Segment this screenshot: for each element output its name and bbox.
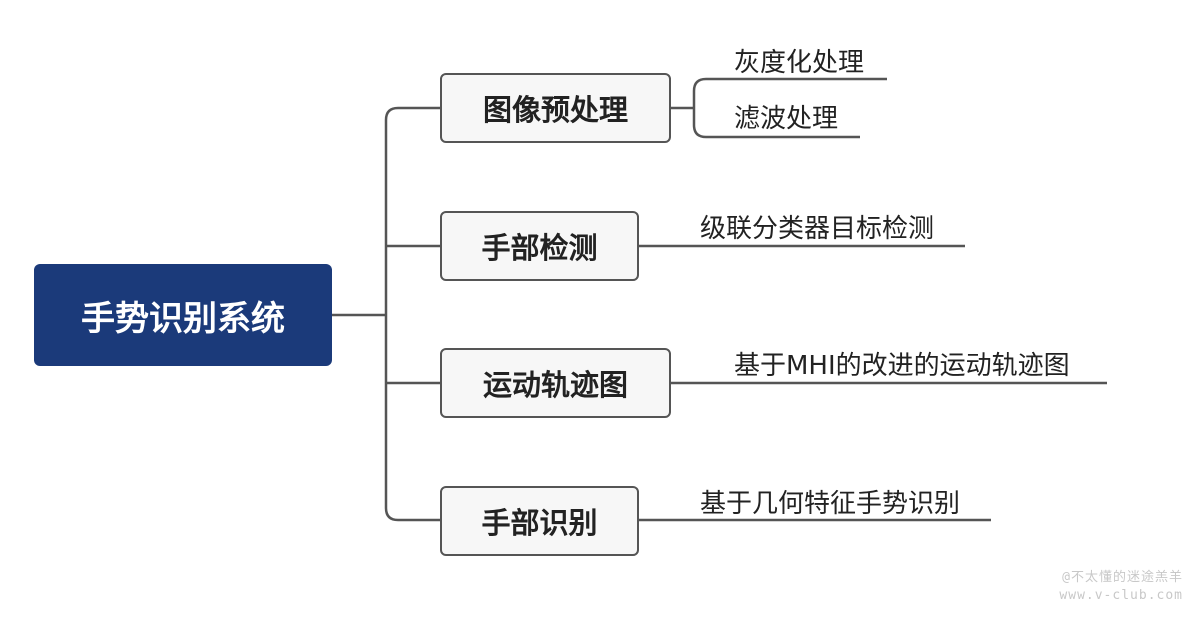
leaf-mhi-trajectory[interactable]: 基于MHI的改进的运动轨迹图: [734, 351, 1070, 381]
leaf-filtering[interactable]: 滤波处理: [734, 104, 839, 134]
trunk-line: [384, 106, 440, 522]
leaf-geometric-recognition[interactable]: 基于几何特征手势识别: [700, 489, 961, 519]
leaf-grayscale[interactable]: 灰度化处理: [734, 48, 865, 78]
branch-node-image-preprocessing[interactable]: 图像预处理: [440, 73, 671, 143]
watermark-author: @不太懂的迷途羔羊: [1062, 570, 1183, 585]
branch-node-hand-detection[interactable]: 手部检测: [440, 211, 639, 281]
watermark-site: www.v-club.com: [1059, 588, 1183, 603]
root-node[interactable]: 手势识别系统: [34, 264, 332, 366]
branch-label: 运动轨迹图: [482, 368, 628, 402]
branch-label: 手部识别: [481, 506, 598, 540]
fork-line: [692, 77, 732, 139]
leaf-cascade-detection[interactable]: 级联分类器目标检测: [700, 214, 935, 244]
branch-node-hand-recognition[interactable]: 手部识别: [440, 486, 639, 556]
branch-node-motion-trajectory[interactable]: 运动轨迹图: [440, 348, 671, 418]
branch-label: 手部检测: [481, 231, 598, 265]
root-label: 手势识别系统: [81, 298, 285, 339]
branch-label: 图像预处理: [482, 93, 628, 127]
